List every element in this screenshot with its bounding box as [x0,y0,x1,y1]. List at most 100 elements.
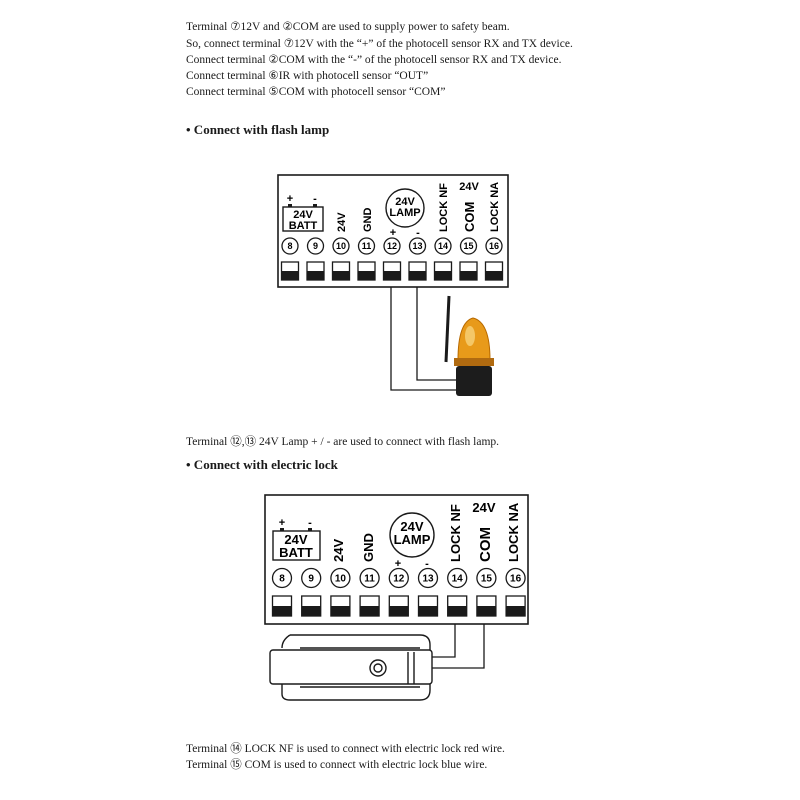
terminal-number-circle [485,237,503,255]
label-24v-2: 24V [331,539,346,562]
lamp-label-24v-2: 24V [400,519,423,534]
terminal-number-circle [417,567,439,589]
terminal-number-circle [359,567,380,589]
terminal-board-2: + - 24V BATT 24V GND 24V LAMP + - LOCK N… [264,494,529,625]
terminal-number: 10 [336,241,346,251]
terminal-number: 10 [335,574,347,585]
terminal-number: 12 [387,241,397,251]
batt-plus-label-2: + [279,517,285,529]
terminal-number-circle [388,567,409,589]
electric-lock-heading: • Connect with electric lock [186,457,338,472]
terminal-screw-fill [447,606,467,616]
label-lock-nf: LOCK NF [438,183,450,232]
terminal-number-circle [330,567,351,589]
terminal-number-circle [357,237,376,255]
terminal-number: 11 [364,574,375,585]
terminal-screw-fill [506,606,526,616]
electric-lock-caption-1: Terminal ⑭ LOCK NF is used to connect wi… [186,743,505,755]
terminal-screw-fill [418,606,438,616]
label-com: COM [462,202,477,232]
intro-line-1: Terminal ⑦12V and ②COM are used to suppl… [186,21,510,33]
terminal-screw-fill [272,606,292,616]
intro-line-4: Connect terminal ⑥IR with photocell sens… [186,70,429,82]
terminal-number: 13 [422,574,434,585]
batt-label-24v: 24V [293,209,313,221]
terminal-screw-fill [476,606,496,616]
batt-label-batt-2: BATT [279,545,313,560]
batt-plus-label: + [287,193,293,205]
terminal-number: 12 [393,574,405,585]
terminal-number: 16 [489,241,499,251]
batt-label-batt: BATT [289,220,318,232]
terminal-number: 13 [412,241,422,251]
terminal-screw-fill [434,271,452,280]
terminal-number: 8 [287,241,292,251]
terminal-number-circle [383,237,401,255]
terminal-screw-fill [409,271,426,280]
label-24v-com-2: 24V [472,500,495,515]
lamp-minus-label: - [416,227,420,239]
lamp-plus-label-2: + [395,558,401,570]
electric-lock-caption-2: Terminal ⑮ COM is used to connect with e… [186,759,488,771]
terminal-number: 14 [438,241,448,251]
label-gnd: GND [362,208,374,233]
terminal-screw-fill [460,271,477,280]
lamp-label-24v: 24V [395,196,415,208]
terminal-number-circle [505,567,526,589]
label-lock-na: LOCK NA [489,182,501,232]
terminal-number-circle [306,237,325,255]
batt-minus-label: - [313,193,317,205]
terminal-number-circle [447,567,468,589]
intro-line-2: So, connect terminal ⑦12V with the “+” o… [186,38,573,50]
terminal-number: 15 [481,574,493,585]
lamp-circle-icon-2 [389,512,435,558]
terminal-number: 14 [452,574,464,585]
intro-line-5: Connect terminal ⑤COM with photocell sen… [186,86,446,98]
battery-icon [282,206,324,232]
terminal-screw-fill [383,271,401,280]
terminal-number-circle [301,567,322,589]
terminal-screw-fill [281,271,299,280]
terminal-number-circle [408,237,427,255]
terminal-screw-fill [360,606,380,616]
flash-lamp-heading: • Connect with flash lamp [186,122,330,137]
terminal-number-circle [271,567,293,589]
terminal-screw-fill [332,271,350,280]
lamp-plus-label: + [390,227,396,239]
terminal-number-circle [476,567,497,589]
flash-lamp-icon [444,295,494,396]
label-gnd-2: GND [361,533,376,562]
label-24v-com: 24V [459,181,479,193]
batt-label-24v-2: 24V [284,532,307,547]
terminal-board-1: + - 24V BATT 24V GND 24V LAMP + - LOCK N… [277,174,509,288]
lamp-minus-label-2: - [425,558,429,570]
terminal-number: 8 [279,574,285,585]
terminal-number: 9 [313,241,318,251]
label-lock-nf-2: LOCK NF [448,504,463,562]
terminal-number: 11 [362,241,372,251]
batt-minus-label-2: - [308,517,312,529]
battery-icon-2 [272,530,321,561]
lamp-label-lamp-2: LAMP [394,532,431,547]
label-com-2: COM [477,527,494,562]
terminal-number-circle [281,237,299,255]
terminal-number-circle [332,237,350,255]
terminal-screw-fill [358,271,375,280]
intro-line-3: Connect terminal ②COM with the “-” of th… [186,54,562,66]
terminal-screw-fill [307,271,324,280]
terminal-screw-fill [301,606,321,616]
terminal-number: 15 [463,241,473,251]
terminal-number-circle [459,237,478,255]
terminal-screw-fill [485,271,503,280]
terminal-screw-fill [389,606,409,616]
flash-lamp-caption: Terminal ⑫,⑬ 24V Lamp + / - are used to … [186,436,500,448]
terminal-screw-fill [330,606,350,616]
lamp-label-lamp: LAMP [389,207,420,219]
label-24v: 24V [336,212,348,232]
terminal-number: 16 [510,574,522,585]
label-lock-na-2: LOCK NA [506,502,521,562]
terminal-number: 9 [308,574,314,585]
lamp-circle-icon [385,188,425,228]
